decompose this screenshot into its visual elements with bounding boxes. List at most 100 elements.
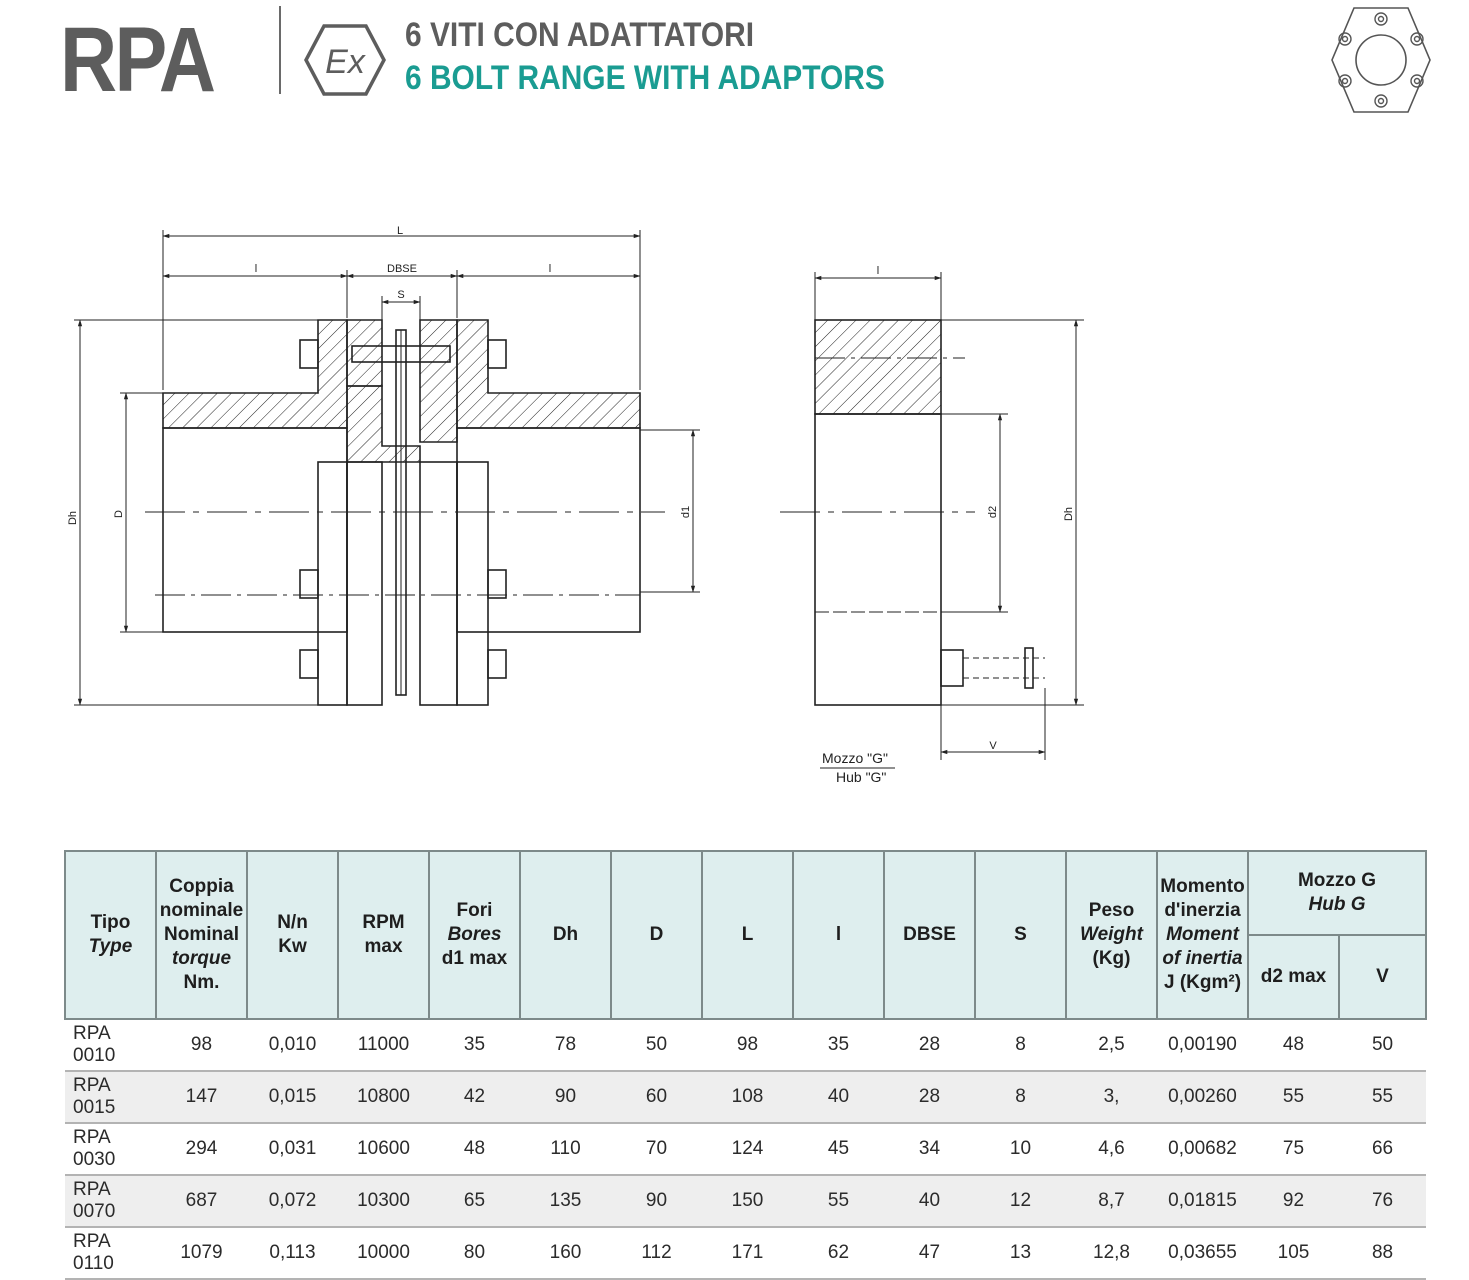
cell-dh: 78 [520, 1019, 611, 1072]
cell-s: 8 [975, 1071, 1066, 1124]
cell-weight: 4,6 [1066, 1123, 1157, 1176]
cell-bores: 35 [429, 1019, 520, 1072]
cell-torque: 294 [156, 1123, 247, 1176]
cell-weight: 2,5 [1066, 1019, 1157, 1072]
cell-dh: 135 [520, 1175, 611, 1228]
cell-d: 90 [611, 1175, 702, 1228]
cell-nkw: 0,010 [247, 1019, 338, 1072]
cell-l: 55 [793, 1175, 884, 1228]
cell-rpm: 10300 [338, 1175, 429, 1228]
cell-inertia: 0,00682 [1157, 1123, 1248, 1176]
header-L: L [701, 850, 794, 1020]
cell-rpm: 10800 [338, 1071, 429, 1124]
cell-inertia: 0,01815 [1157, 1175, 1248, 1228]
cell-type: RPA 0070 [65, 1175, 156, 1228]
dim-label-dbse: DBSE [387, 263, 417, 275]
cell-d2max: 75 [1248, 1123, 1339, 1176]
dim-label-d1: d1 [680, 506, 692, 518]
cell-v: 88 [1339, 1227, 1427, 1280]
dim-label-l-hub: l [877, 265, 879, 277]
cell-v: 76 [1339, 1175, 1427, 1228]
cell-torque: 687 [156, 1175, 247, 1228]
six-bolt-flange-icon [1331, 7, 1431, 113]
cell-d: 70 [611, 1123, 702, 1176]
dim-label-v: V [989, 740, 997, 752]
cell-rpm: 11000 [338, 1019, 429, 1072]
cell-type: RPA 0030 [65, 1123, 156, 1176]
cell-nkw: 0,113 [247, 1227, 338, 1280]
cell-weight: 8,7 [1066, 1175, 1157, 1228]
cell-type: RPA 0110 [65, 1227, 156, 1280]
ex-mark-text: Ex [325, 43, 366, 81]
cell-d2max: 105 [1248, 1227, 1339, 1280]
cell-bores: 48 [429, 1123, 520, 1176]
cell-d: 112 [611, 1227, 702, 1280]
cell-nkw: 0,031 [247, 1123, 338, 1176]
dim-label-l-left: l [255, 263, 257, 275]
cell-weight: 3, [1066, 1071, 1157, 1124]
cell-v: 55 [1339, 1071, 1427, 1124]
cell-d: 50 [611, 1019, 702, 1072]
cell-dbse: 28 [884, 1019, 975, 1072]
header-dbse: DBSE [883, 850, 976, 1020]
atex-ex-icon: Ex [304, 24, 386, 96]
cell-L: 124 [702, 1123, 793, 1176]
cell-dbse: 28 [884, 1071, 975, 1124]
cell-v: 66 [1339, 1123, 1427, 1176]
header-dh: Dh [519, 850, 612, 1020]
cell-L: 98 [702, 1019, 793, 1072]
header-l: l [792, 850, 885, 1020]
cell-nkw: 0,072 [247, 1175, 338, 1228]
cell-nkw: 0,015 [247, 1071, 338, 1124]
dim-label-l-right: l [549, 263, 551, 275]
cell-dh: 90 [520, 1071, 611, 1124]
cell-L: 108 [702, 1071, 793, 1124]
cell-dbse: 34 [884, 1123, 975, 1176]
cell-v: 50 [1339, 1019, 1427, 1072]
dim-label-d2: d2 [987, 506, 999, 518]
cell-rpm: 10000 [338, 1227, 429, 1280]
cell-dbse: 47 [884, 1227, 975, 1280]
cell-l: 35 [793, 1019, 884, 1072]
cell-L: 171 [702, 1227, 793, 1280]
cell-l: 62 [793, 1227, 884, 1280]
cell-type: RPA 0010 [65, 1019, 156, 1072]
cell-d: 60 [611, 1071, 702, 1124]
cell-d2max: 92 [1248, 1175, 1339, 1228]
cell-type: RPA 0015 [65, 1071, 156, 1124]
cell-l: 45 [793, 1123, 884, 1176]
cell-s: 12 [975, 1175, 1066, 1228]
product-code: RPA [60, 9, 216, 111]
cell-bores: 80 [429, 1227, 520, 1280]
cell-weight: 12,8 [1066, 1227, 1157, 1280]
cell-s: 8 [975, 1019, 1066, 1072]
cell-inertia: 0,03655 [1157, 1227, 1248, 1280]
title-english: 6 BOLT RANGE WITH ADAPTORS [405, 59, 885, 97]
header-d2max: d2 max [1247, 934, 1340, 1020]
cell-torque: 1079 [156, 1227, 247, 1280]
dim-label-L: L [397, 225, 403, 237]
cell-L: 150 [702, 1175, 793, 1228]
cell-dbse: 40 [884, 1175, 975, 1228]
dim-label-d: D [113, 510, 125, 518]
cell-s: 10 [975, 1123, 1066, 1176]
cell-l: 40 [793, 1071, 884, 1124]
cell-dh: 110 [520, 1123, 611, 1176]
cell-d2max: 48 [1248, 1019, 1339, 1072]
coupling-technical-drawing: L l DBSE l S Dh D d1 l d2 Dh V Mozzo "G"… [67, 225, 1084, 785]
cell-torque: 147 [156, 1071, 247, 1124]
title-italian: 6 VITI CON ADATTATORI [405, 16, 755, 54]
hub-label-english: Hub "G" [836, 769, 886, 785]
cell-dh: 160 [520, 1227, 611, 1280]
